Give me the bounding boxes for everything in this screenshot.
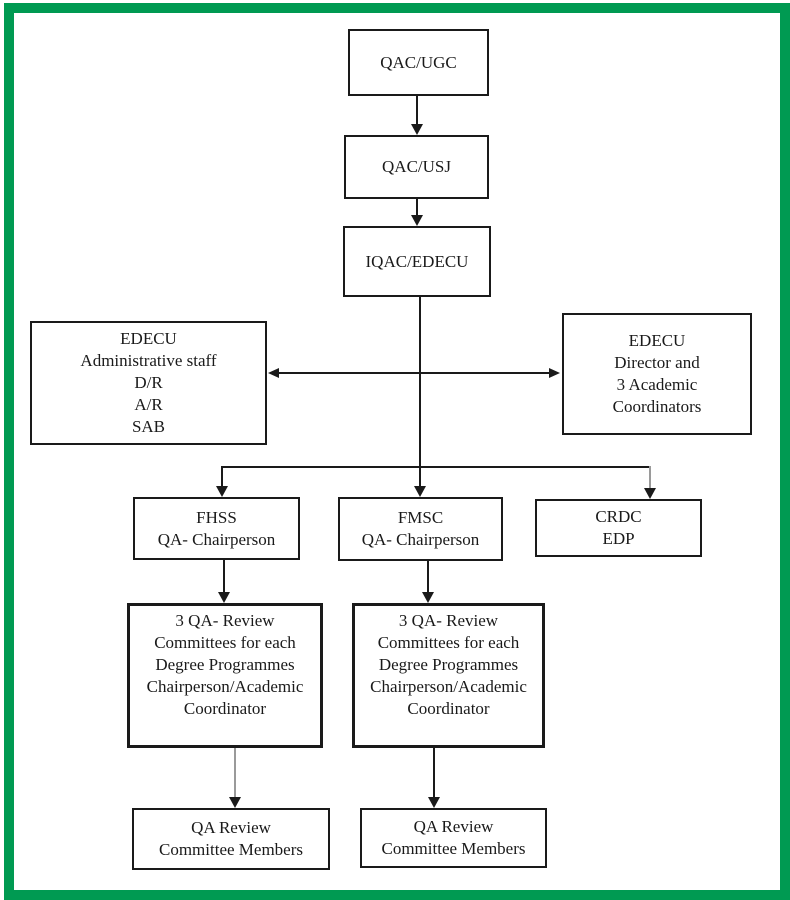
arrowhead-down-fmsc-members — [428, 797, 440, 808]
node-fhss: FHSS QA- Chairperson — [133, 497, 300, 560]
node-fhss-members-label-1: QA Review — [191, 818, 271, 837]
node-edecu-admin-label-3: D/R — [134, 373, 163, 392]
connector-fhss-members — [234, 748, 236, 797]
connector-qacugc-qacusj — [416, 96, 418, 124]
arrowhead-down-fmsc — [414, 486, 426, 497]
node-fmsc-committees-label-3: Degree Programmes — [378, 655, 519, 674]
node-fmsc-label-2: QA- Chairperson — [361, 530, 480, 549]
node-fmsc-members: QA Review Committee Members — [360, 808, 547, 868]
arrowhead-down-fhss-committees — [218, 592, 230, 603]
connector-fmsc-committees — [427, 561, 429, 592]
node-fmsc-members-label-1: QA Review — [413, 817, 494, 836]
arrowhead-right-edecu-director — [549, 368, 560, 378]
arrowhead-down-iqac — [411, 215, 423, 226]
node-fhss-committees-label-4: Chairperson/Academic — [146, 677, 304, 696]
node-fmsc-committees: 3 QA- Review Committees for each Degree … — [352, 603, 545, 748]
connector-branch-fhss — [221, 466, 223, 486]
arrowhead-down-crdc — [644, 488, 656, 499]
arrowhead-left-edecu-admin — [268, 368, 279, 378]
connector-edecu-double-arrow — [279, 372, 549, 374]
node-iqac-edecu: IQAC/EDECU — [343, 226, 491, 297]
node-fhss-label-1: FHSS — [196, 507, 237, 527]
node-fmsc-committees-label-1: 3 QA- Review — [398, 611, 499, 630]
connector-branch-crdc — [649, 466, 651, 488]
green-border-frame — [4, 3, 790, 900]
node-fhss-committees-label-2: Committees for each — [154, 633, 296, 652]
arrowhead-down-fhss — [216, 486, 228, 497]
node-fmsc-committees-label-2: Committees for each — [377, 633, 520, 652]
node-crdc: CRDC EDP — [535, 499, 702, 557]
node-fhss-committees-label-1: 3 QA- Review — [175, 611, 275, 630]
node-fmsc-members-label-2: Committee Members — [381, 839, 526, 858]
node-fhss-committees: 3 QA- Review Committees for each Degree … — [127, 603, 323, 748]
node-qac-usj: QAC/USJ — [344, 135, 489, 199]
node-fmsc-committees-label-5: Coordinator — [407, 699, 490, 718]
node-qac-ugc: QAC/UGC — [348, 29, 489, 96]
arrowhead-down-qacusj — [411, 124, 423, 135]
node-fmsc: FMSC QA- Chairperson — [338, 497, 503, 561]
node-edecu-admin-label-1: EDECU — [120, 329, 177, 348]
node-edecu-admin: EDECU Administrative staff D/R A/R SAB — [30, 321, 267, 445]
node-edecu-director-label-1: EDECU — [628, 331, 686, 350]
node-fhss-members: QA Review Committee Members — [132, 808, 330, 870]
node-edecu-admin-label-5: SAB — [131, 417, 166, 436]
arrowhead-down-fmsc-committees — [422, 592, 434, 603]
node-edecu-director-label-4: Coordinators — [612, 397, 702, 416]
node-fhss-committees-label-3: Degree Programmes — [155, 655, 295, 674]
node-edecu-director: EDECU Director and 3 Academic Coordinato… — [562, 313, 752, 435]
node-fhss-members-label-2: Committee Members — [158, 840, 303, 859]
node-crdc-label-2: EDP — [602, 529, 635, 548]
node-edecu-admin-label-4: A/R — [134, 395, 163, 414]
connector-iqac-fmsc-stem — [419, 297, 421, 486]
node-fmsc-committees-label-4: Chairperson/Academic — [370, 677, 527, 696]
node-qac-usj-label: QAC/USJ — [382, 157, 451, 176]
node-fhss-committees-label-5: Coordinator — [183, 699, 267, 718]
connector-branch-bar — [221, 466, 651, 468]
node-crdc-label-1: CRDC — [595, 507, 642, 526]
connector-fmsc-members — [433, 748, 435, 797]
connector-fhss-committees — [223, 560, 225, 592]
node-qac-ugc-label: QAC/UGC — [380, 52, 457, 72]
node-fmsc-label-1: FMSC — [397, 508, 444, 527]
connector-qacusj-iqac — [416, 199, 418, 215]
node-iqac-edecu-label: IQAC/EDECU — [365, 251, 469, 271]
arrowhead-down-fhss-members — [229, 797, 241, 808]
node-edecu-admin-label-2: Administrative staff — [80, 351, 217, 370]
node-edecu-director-label-3: 3 Academic — [616, 375, 698, 394]
node-fhss-label-2: QA- Chairperson — [157, 529, 276, 549]
node-edecu-director-label-2: Director and — [614, 353, 700, 372]
